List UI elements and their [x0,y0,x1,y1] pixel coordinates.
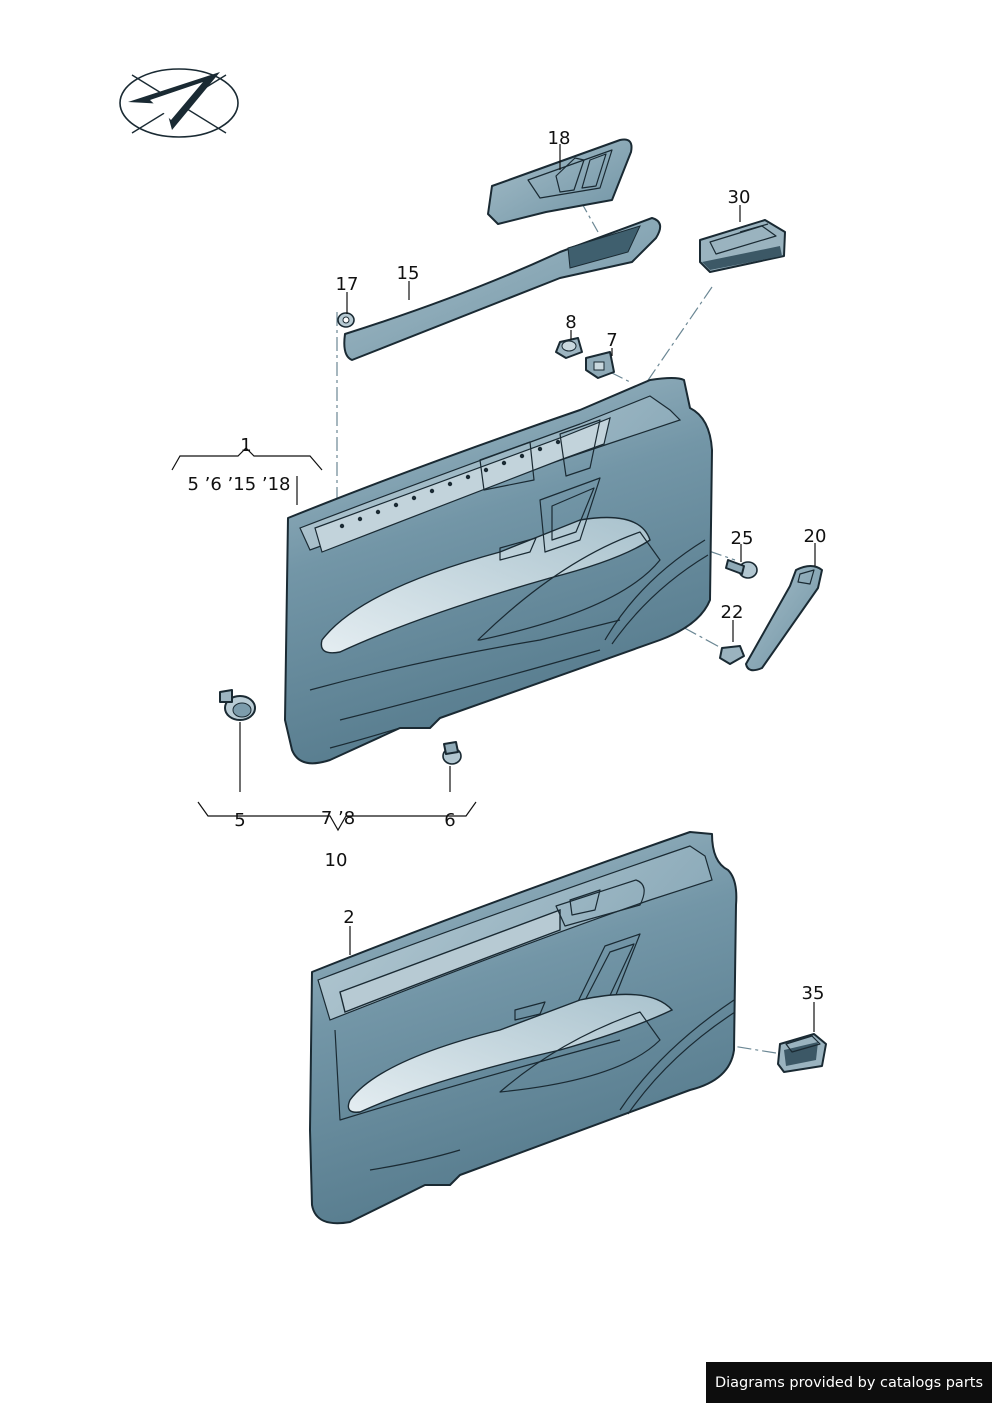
part-20-trim-piece[interactable] [745,565,823,672]
part-2-door-panel[interactable] [309,831,738,1225]
part-5-fastener[interactable] [219,689,256,721]
label-25: 25 [731,528,754,549]
label-2: 2 [343,907,354,928]
label-1: 1 [240,435,251,456]
part-35-switch[interactable] [777,1033,827,1073]
part-7-clip[interactable] [585,351,615,379]
label-18: 18 [548,128,571,149]
orientation-compass-icon [119,68,239,138]
credit-banner: Diagrams provided by catalogs parts [706,1362,992,1403]
panel-clip-dots [339,439,561,529]
label-15: 15 [397,263,420,284]
label-6: 6 [444,810,455,831]
part-labels: 18 30 15 17 8 7 1 5 ’6 ’15 ’18 25 20 22 … [187,128,826,1004]
label-8: 8 [565,312,576,333]
part-18-handle-trim[interactable] [487,138,633,225]
part-25-screw[interactable] [725,559,758,579]
label-5: 5 [234,810,245,831]
leader-lines [171,144,816,1032]
label-7: 7 [606,330,617,351]
label-17: 17 [336,274,359,295]
part-22-clip[interactable] [719,645,745,665]
label-10: 10 [325,850,348,871]
label-10-contents: 7 ’8 [321,808,355,829]
part-30-switch[interactable] [699,219,786,273]
label-20: 20 [804,526,827,547]
part-8-clip[interactable] [555,337,583,359]
part-17-clip[interactable] [337,312,355,328]
label-30: 30 [728,187,751,208]
part-6-fastener[interactable] [442,741,462,765]
label-1-contents: 5 ’6 ’15 ’18 [187,474,290,495]
label-22: 22 [721,602,744,623]
part-15-trim-strip[interactable] [343,217,662,361]
label-35: 35 [802,983,825,1004]
part-1-door-panel[interactable] [284,377,713,765]
